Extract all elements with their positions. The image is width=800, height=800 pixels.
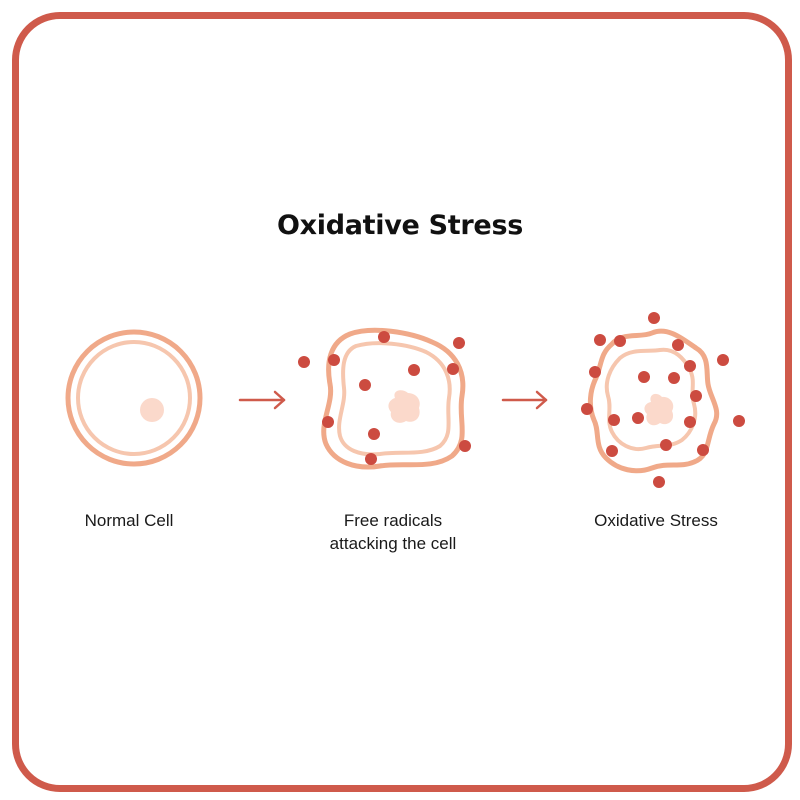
free-radical [594, 334, 606, 346]
free-radical [697, 444, 709, 456]
free-radical [322, 416, 334, 428]
free-radical [632, 412, 644, 424]
free-radical [589, 366, 601, 378]
arrow-2 [501, 390, 548, 410]
free-radical [368, 428, 380, 440]
stage-label-normal-cell: Normal Cell [19, 509, 239, 532]
free-radical [408, 364, 420, 376]
free-radical [717, 354, 729, 366]
free-radical [298, 356, 310, 368]
attacked-cell-outer-membrane [321, 327, 466, 470]
stage-label-line: Free radicals [343, 511, 443, 530]
stage-label-oxidative-stress: Oxidative Stress [546, 509, 766, 532]
free-radical [608, 414, 620, 426]
free-radical [581, 403, 593, 415]
free-radical [614, 335, 626, 347]
attacked-cell [298, 327, 471, 470]
free-radical [447, 363, 459, 375]
stage-label-line: Normal Cell [84, 511, 174, 530]
free-radical [684, 360, 696, 372]
free-radicals-group-2 [581, 312, 745, 488]
free-radical [328, 354, 340, 366]
stressed-cell-nucleus [644, 393, 674, 426]
free-radical [606, 445, 618, 457]
free-radical [653, 476, 665, 488]
free-radical [359, 379, 371, 391]
stage-label-free-radicals: Free radicals attacking the cell [283, 509, 503, 555]
free-radical [684, 416, 696, 428]
stage-label-line: attacking the cell [329, 534, 457, 553]
free-radical [378, 331, 390, 343]
normal-cell-outer-membrane [65, 329, 203, 467]
diagram-title: Oxidative Stress [277, 210, 523, 241]
attacked-cell-nucleus [388, 390, 420, 423]
arrow-1 [238, 390, 286, 410]
free-radical [638, 371, 650, 383]
free-radical [453, 337, 465, 349]
normal-cell-nucleus [140, 398, 164, 422]
attacked-cell-inner-membrane [337, 341, 452, 457]
normal-cell [65, 329, 203, 467]
free-radicals-group-1 [298, 331, 471, 465]
free-radical [459, 440, 471, 452]
normal-cell-inner-membrane [76, 340, 192, 456]
free-radical [733, 415, 745, 427]
free-radical [668, 372, 680, 384]
free-radical [648, 312, 660, 324]
stressed-cell [581, 312, 745, 488]
stressed-cell-inner-membrane [604, 347, 698, 451]
free-radical [690, 390, 702, 402]
free-radical [365, 453, 377, 465]
free-radical [672, 339, 684, 351]
free-radical [660, 439, 672, 451]
stage-label-line: Oxidative Stress [594, 511, 718, 530]
